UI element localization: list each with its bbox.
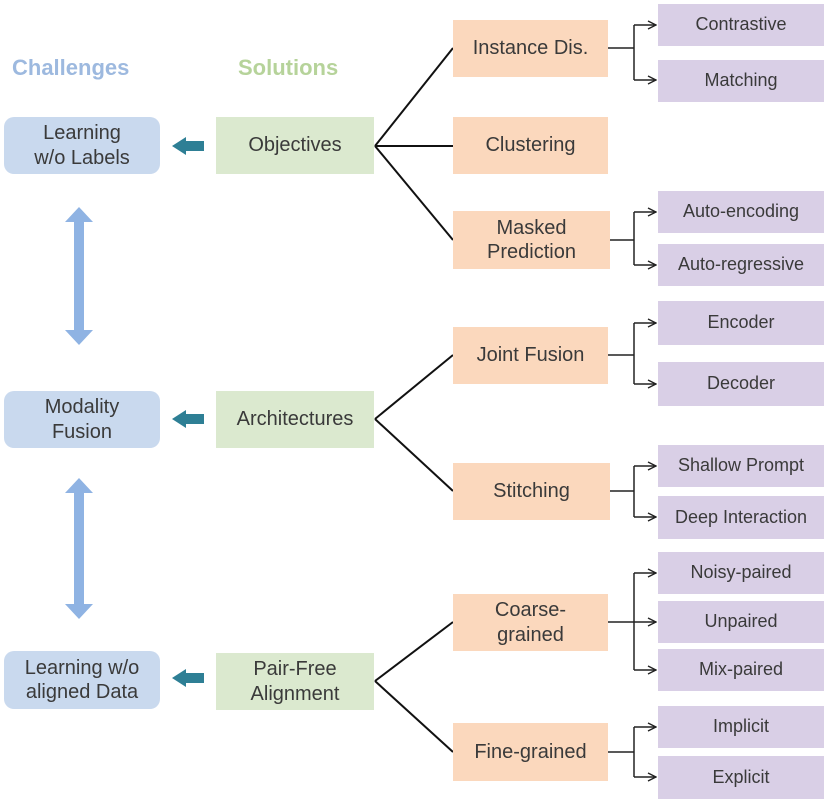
method-line2: grained: [497, 623, 564, 646]
method-coarse-grained: Coarse-grained: [453, 594, 608, 651]
method-line1: Clustering: [485, 134, 576, 157]
challenge-line1: Learning w/o: [24, 656, 140, 679]
challenge-line2: Fusion: [51, 420, 112, 443]
leaf-shallow-prompt: Shallow Prompt: [658, 445, 824, 487]
challenge-link-arrows: [65, 207, 93, 619]
method-to-leaf-brackets: [608, 25, 656, 777]
challenge-line2: aligned Data: [25, 681, 139, 703]
solutions-header: Solutions: [238, 55, 339, 80]
leaf-matching: Matching: [658, 60, 824, 102]
method-line1: Stitching: [493, 480, 570, 503]
leaf-auto-encoding: Auto-encoding: [658, 191, 824, 233]
solution-architectures: Architectures: [216, 391, 374, 448]
leaf-contrastive: Contrastive: [658, 4, 824, 46]
method-stitching: Stitching: [453, 463, 610, 520]
leaf-implicit: Implicit: [658, 706, 824, 748]
method-fine-grained: Fine-grained: [453, 723, 608, 781]
method-clustering: Clustering: [453, 117, 608, 174]
arrow-left-icon: [172, 410, 204, 428]
solution-objectives: Objectives: [216, 117, 374, 174]
challenges-header: Challenges: [12, 55, 130, 80]
solution-line2: Alignment: [250, 682, 340, 705]
leaf-encoder: Encoder: [658, 301, 824, 345]
method-instance-dis: Instance Dis.: [453, 20, 608, 77]
leaf-deep-interaction: Deep Interaction: [658, 496, 824, 539]
solution-to-method-lines: [374, 47, 454, 753]
double-arrow-icon: [65, 207, 93, 345]
method-line1: Instance Dis.: [472, 37, 589, 60]
leaf-decoder: Decoder: [658, 362, 824, 406]
solution-line1: Architectures: [236, 408, 354, 431]
leaf-noisy-paired: Noisy-paired: [658, 552, 824, 594]
leaf-explicit: Explicit: [658, 756, 824, 799]
method-line2: Prediction: [487, 241, 576, 263]
challenge-line1: Learning: [43, 122, 121, 145]
solution-to-challenge-arrows: [172, 137, 204, 687]
method-line1: Fine-grained: [474, 740, 587, 763]
double-arrow-icon: [65, 478, 93, 619]
method-line1: Joint Fusion: [476, 344, 585, 367]
method-joint-fusion: Joint Fusion: [453, 327, 608, 384]
method-line1: Masked: [496, 216, 567, 239]
challenge-line2: w/o Labels: [34, 146, 130, 169]
method-line1: Coarse-: [494, 599, 567, 622]
arrow-left-icon: [172, 137, 204, 155]
leaf-unpaired: Unpaired: [658, 601, 824, 643]
challenge-line1: Modality: [44, 396, 120, 419]
leaf-mix-paired: Mix-paired: [658, 649, 824, 691]
solution-line1: Objectives: [248, 134, 342, 157]
solution-line1: Pair-Free: [253, 658, 337, 681]
leaf-auto-regressive: Auto-regressive: [658, 244, 824, 286]
arrow-left-icon: [172, 669, 204, 687]
